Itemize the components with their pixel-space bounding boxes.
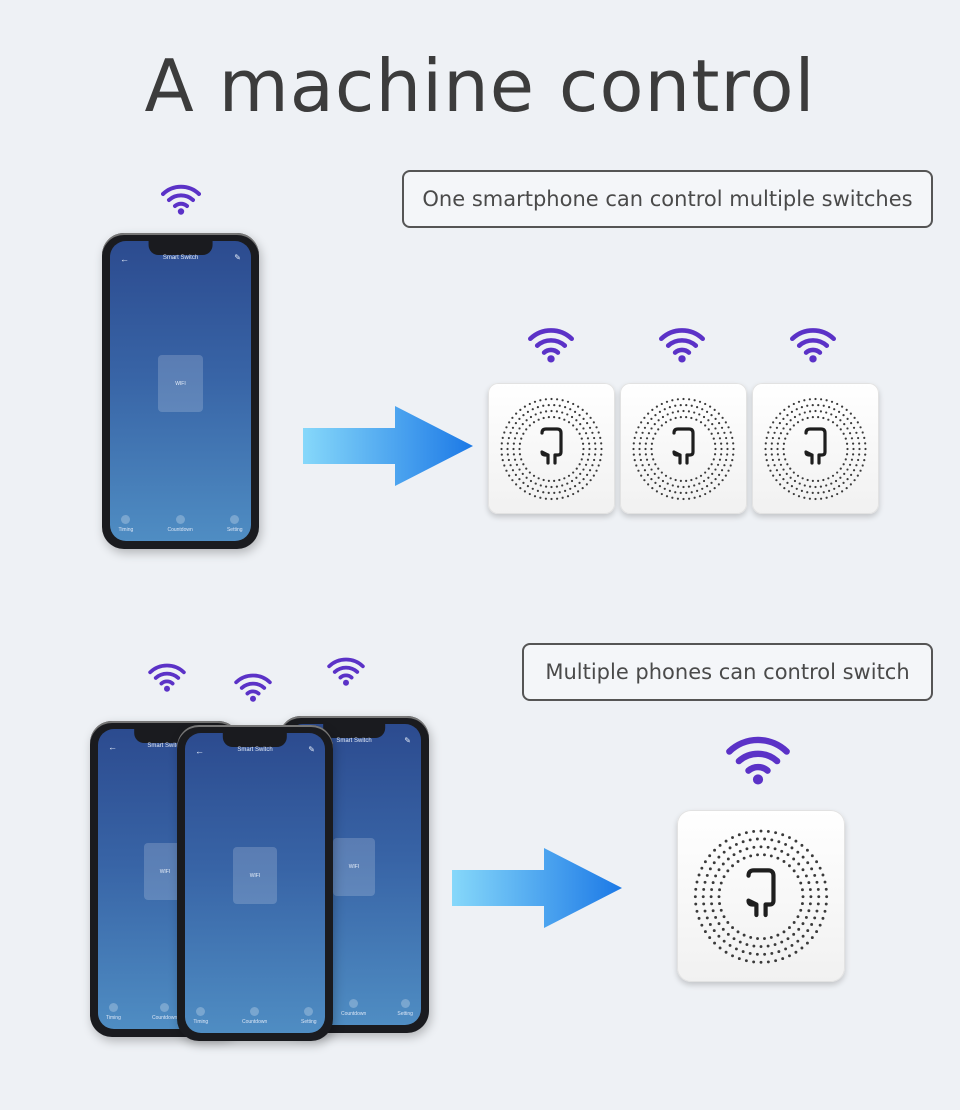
phone-notch [222, 733, 288, 747]
countdown-icon [175, 515, 185, 524]
switch-face [764, 397, 867, 501]
arrow-right-icon [452, 848, 622, 928]
phone-notch [323, 724, 385, 738]
tab-countdown: Countdown [341, 999, 366, 1017]
switch-face [632, 397, 735, 501]
tab-label: Setting [301, 1019, 317, 1025]
tab-setting: Setting [397, 999, 413, 1017]
smart-switch-module [620, 383, 747, 514]
page-title: A machine control [144, 44, 816, 128]
tab-timing: Timing [193, 1007, 208, 1025]
edit-icon: ✎ [404, 736, 411, 745]
tab-label: Timing [193, 1019, 209, 1025]
panel-label: WIFI [348, 863, 360, 870]
app-header: Smart Switch [147, 743, 183, 749]
smart-switch-module [488, 383, 615, 514]
caption-multiple-phones-one-switch: Multiple phones can control switch [522, 643, 933, 701]
wifi-icon [161, 183, 201, 215]
edit-icon: ✎ [234, 253, 241, 262]
back-arrow-icon: ← [195, 746, 204, 756]
tab-countdown: Countdown [242, 1007, 267, 1025]
switch-button-icon [672, 427, 695, 465]
smartphone: ← ✎ Smart Switch WIFI Timing Countdown S… [102, 233, 259, 549]
back-arrow-icon: ← [108, 742, 117, 752]
panel-label: WIFI [175, 380, 186, 387]
tab-countdown: Countdown [152, 1003, 177, 1021]
switch-button-icon [540, 427, 563, 465]
setting-icon [400, 999, 410, 1008]
wifi-icon [327, 656, 365, 686]
timing-icon [108, 1003, 118, 1012]
tab-timing: Timing [118, 515, 133, 533]
tab-label: Countdown [340, 1011, 367, 1017]
switch-face [500, 397, 603, 501]
switch-button-icon [804, 427, 827, 465]
smart-switch-module [677, 810, 845, 982]
tab-label: Setting [397, 1011, 413, 1017]
wifi-icon [790, 326, 836, 363]
switch-panel: WIFI [332, 838, 376, 896]
app-header: Smart Switch [336, 738, 372, 744]
wifi-icon [659, 326, 705, 363]
phone-notch [148, 241, 213, 255]
tab-setting: Setting [227, 515, 243, 533]
tab-label: Countdown [167, 527, 193, 533]
countdown-icon [160, 1003, 170, 1012]
back-arrow-icon: ← [120, 254, 129, 264]
wifi-icon [234, 672, 272, 702]
timing-icon [121, 515, 131, 524]
countdown-icon [349, 999, 359, 1008]
tab-label: Countdown [241, 1019, 268, 1025]
wifi-icon [726, 734, 790, 785]
edit-icon: ✎ [308, 745, 315, 754]
switch-button-icon [746, 868, 776, 918]
tab-label: Timing [106, 1015, 121, 1021]
wifi-icon [528, 326, 574, 363]
switch-panel: WIFI [157, 355, 204, 412]
panel-label: WIFI [249, 872, 261, 879]
countdown-icon [250, 1007, 260, 1016]
app-tabbar: Timing Countdown Setting [193, 1007, 317, 1025]
phone-screen: ← ✎ Smart Switch WIFI Timing Countdown S… [110, 241, 251, 541]
switch-face [693, 829, 829, 964]
arrow-right-icon [303, 406, 473, 486]
tab-timing: Timing [106, 1003, 121, 1021]
app-tabbar: Timing Countdown Setting [118, 515, 243, 533]
tab-label: Timing [118, 527, 134, 533]
smart-switch-module [752, 383, 879, 514]
app-header: Smart Switch [162, 255, 199, 261]
tab-countdown: Countdown [167, 515, 193, 533]
caption-one-phone-multiple-switches: One smartphone can control multiple swit… [402, 170, 933, 228]
tab-label: Countdown [151, 1015, 178, 1021]
switch-panel: WIFI [232, 847, 278, 904]
smartphone: ← ✎ Smart Switch WIFI Timing Countdown S… [177, 725, 333, 1041]
wifi-icon [148, 662, 186, 692]
tab-label: Setting [226, 527, 243, 533]
setting-icon [230, 515, 240, 524]
tab-setting: Setting [301, 1007, 317, 1025]
app-header: Smart Switch [237, 747, 273, 753]
timing-icon [196, 1007, 206, 1016]
setting-icon [304, 1007, 314, 1016]
panel-label: WIFI [159, 868, 171, 875]
phone-screen: ← ✎ Smart Switch WIFI Timing Countdown S… [185, 733, 325, 1033]
